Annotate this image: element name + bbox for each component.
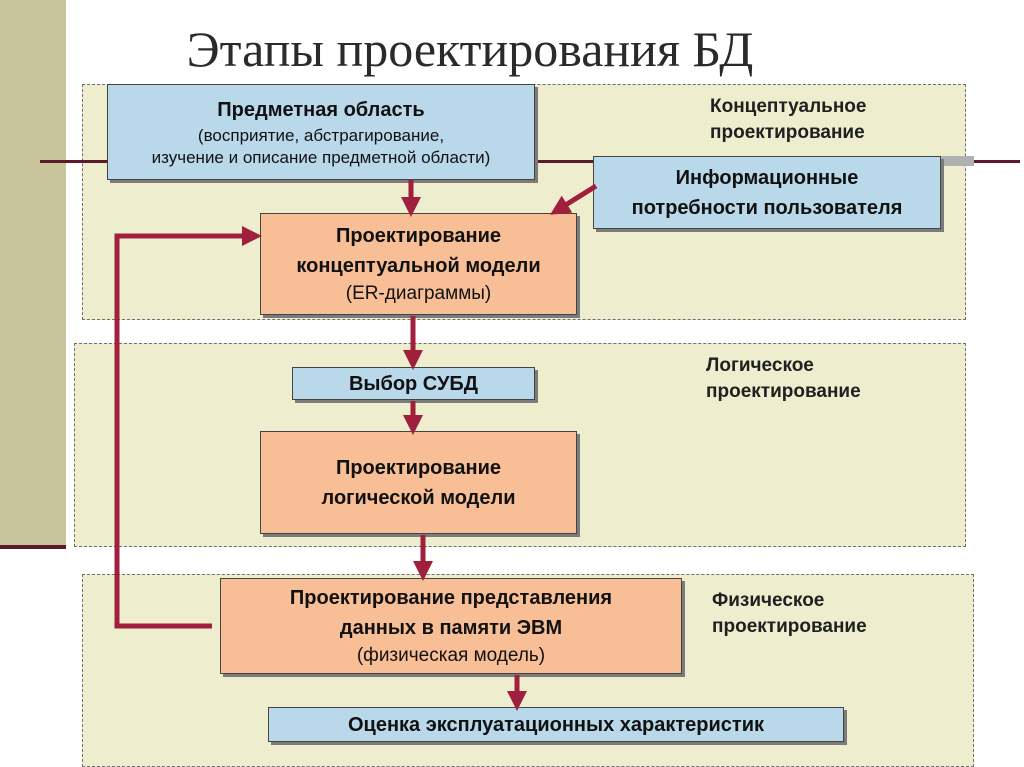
info-needs-box: Информационные потребности пользователя [593, 156, 941, 229]
conceptual-model-line1: Проектирование [335, 225, 502, 247]
logical-section-label: Логическое проектирование [706, 355, 861, 402]
left-decor-line [0, 545, 66, 549]
logical-model-line2: логической модели [321, 486, 516, 509]
logical-model-line1: Проектирование [335, 456, 502, 479]
physical-model-box: Проектирование представления данных в па… [220, 578, 682, 674]
domain-line2: изучение и описание предметной области) [151, 148, 491, 167]
left-decor-band [0, 0, 66, 545]
page-title: Этапы проектирования БД [186, 21, 754, 77]
info-needs-line2: потребности пользователя [631, 196, 903, 219]
conceptual-model-line2: концептуальной модели [296, 255, 541, 277]
physical-model-line3: (физическая модель) [356, 645, 546, 666]
evaluation-title: Оценка эксплуатационных характеристик [347, 713, 765, 736]
conceptual-section-label: Концептуальное проектирование [710, 96, 867, 143]
conceptual-model-box: Проектирование концептуальной модели (ER… [260, 213, 577, 315]
conceptual-model-line3: (ER-диаграммы) [345, 283, 492, 304]
physical-model-line1: Проектирование представления [289, 587, 613, 609]
domain-box: Предметная область (восприятие, абстраги… [107, 84, 535, 180]
dbms-choice-box: Выбор СУБД [292, 367, 535, 400]
physical-model-line2: данных в памяти ЭВМ [339, 617, 563, 639]
logical-model-box: Проектирование логической модели [260, 431, 577, 534]
info-needs-line1: Информационные [675, 166, 859, 189]
dbms-choice-title: Выбор СУБД [348, 372, 479, 395]
physical-section-label: Физическое проектирование [712, 590, 867, 637]
evaluation-box: Оценка эксплуатационных характеристик [268, 707, 844, 742]
domain-line1: (восприятие, абстрагирование, [197, 126, 445, 145]
domain-title: Предметная область [217, 99, 425, 121]
